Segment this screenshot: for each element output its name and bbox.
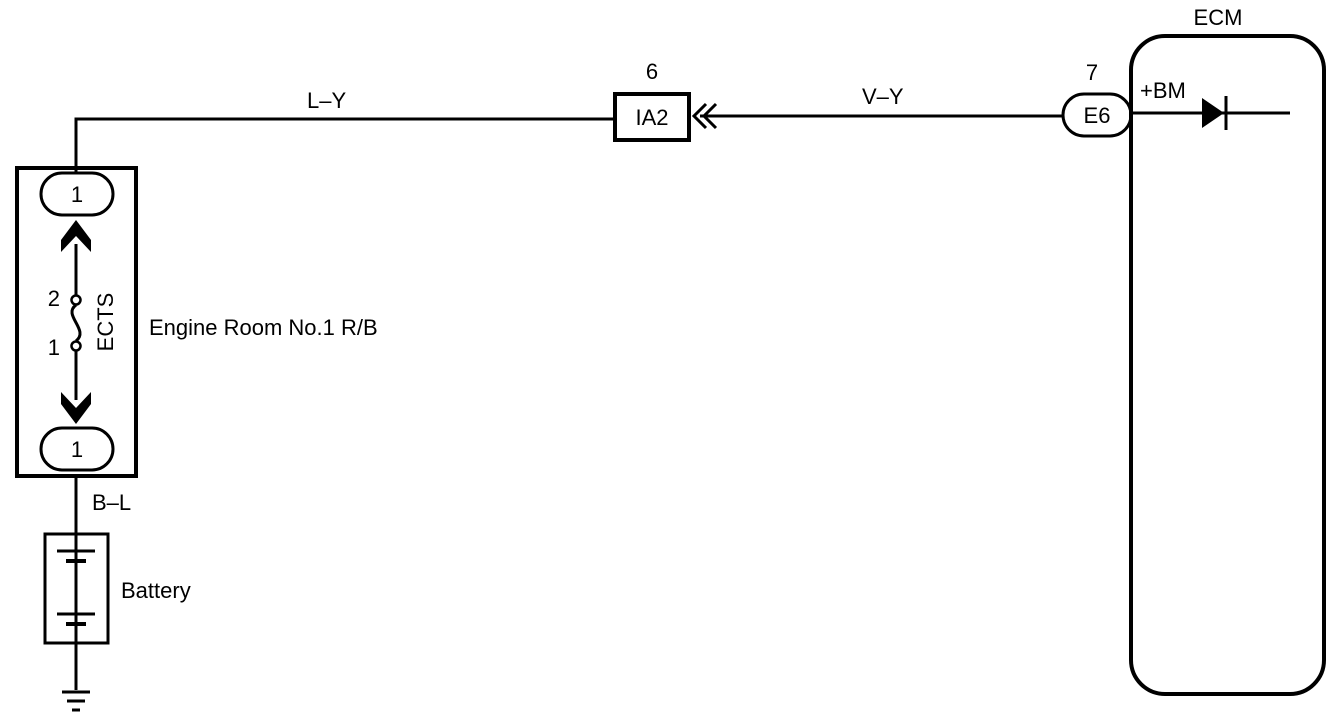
connector-e6-code: E6 — [1084, 103, 1111, 128]
ecm-box — [1129, 34, 1326, 696]
wire-label-l-y: L–Y — [307, 88, 346, 113]
chevron-down-icon — [61, 392, 91, 424]
fuse-pin-1-dot — [70, 340, 82, 352]
connector-e6-pin: 7 — [1086, 60, 1098, 85]
fuse-name-label: ECTS — [93, 293, 118, 352]
relay-box-bottom-pin — [39, 426, 115, 472]
connector-mate-icon — [691, 102, 708, 130]
relay-box — [15, 166, 138, 478]
chevron-up-icon — [61, 220, 91, 252]
fuse-pin-2-dot — [70, 294, 82, 306]
connector-ia2-pin: 6 — [646, 59, 658, 84]
wire-label-v-y: V–Y — [862, 84, 904, 109]
fuse-icon — [70, 303, 82, 343]
relay-box-top-pin-label: 1 — [71, 182, 83, 207]
relay-box-label: Engine Room No.1 R/B — [149, 315, 378, 340]
ecm-terminal-label: +BM — [1140, 78, 1186, 103]
wire-label-b-l: B–L — [92, 490, 131, 515]
connector-mate-icon-2 — [701, 102, 718, 130]
connector-ia2 — [613, 92, 691, 142]
relay-box-bottom-pin-label: 1 — [71, 437, 83, 462]
fuse-pin-upper-label: 2 — [48, 286, 60, 311]
diode-icon — [1202, 98, 1224, 128]
battery-label: Battery — [121, 578, 191, 603]
ecm-title: ECM — [1194, 5, 1243, 30]
wire-l-y — [74, 117, 615, 183]
fuse-pin-lower-label: 1 — [48, 335, 60, 360]
relay-box-top-pin — [39, 171, 115, 217]
connector-ia2-code: IA2 — [635, 105, 668, 130]
